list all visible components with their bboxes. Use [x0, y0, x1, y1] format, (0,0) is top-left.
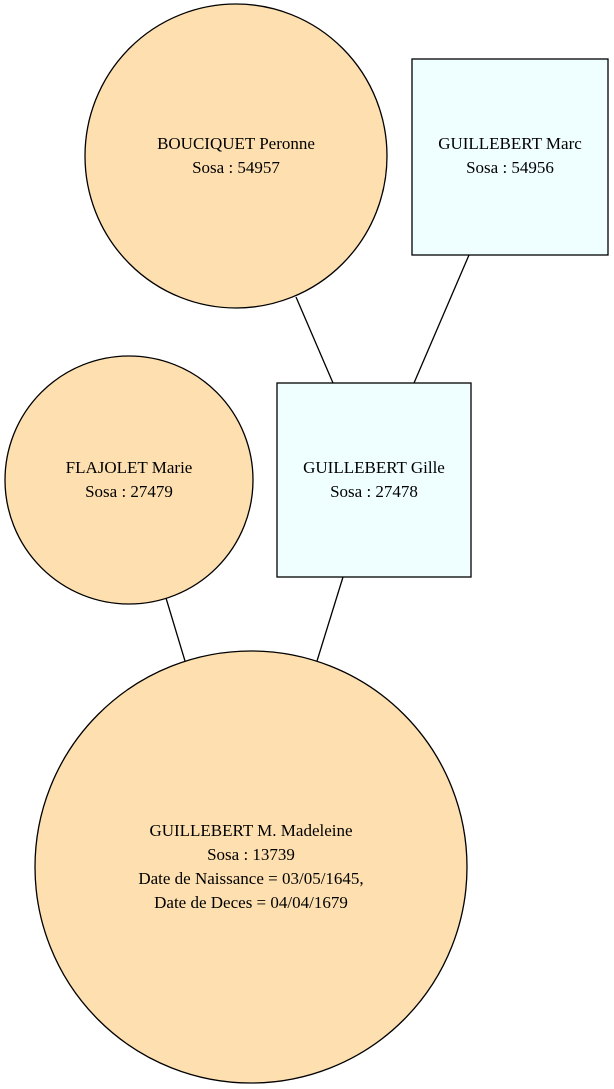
person-sosa: Sosa : 27479	[85, 482, 173, 501]
person-sosa: Sosa : 54957	[192, 158, 280, 177]
male-box-shape	[276, 382, 472, 578]
person-name: FLAJOLET Marie	[66, 458, 193, 477]
person-sosa: Sosa : 13739	[207, 845, 295, 864]
person-node-marc[interactable]: GUILLEBERT Marc Sosa : 54956	[411, 58, 609, 256]
person-node-gille[interactable]: GUILLEBERT Gille Sosa : 27478	[276, 382, 472, 578]
person-death-date: Date de Deces = 04/04/1679	[154, 893, 348, 912]
person-sosa: Sosa : 54956	[466, 158, 554, 177]
person-birth-date: Date de Naissance = 03/05/1645,	[138, 869, 363, 888]
female-circle-shape	[84, 3, 388, 309]
person-sosa: Sosa : 27478	[330, 482, 418, 501]
person-node-marie[interactable]: FLAJOLET Marie Sosa : 27479	[4, 355, 254, 605]
edge-gille-madeleine	[316, 576, 344, 662]
person-name: BOUCIQUET Peronne	[157, 134, 315, 153]
edge-peronne-gille	[295, 296, 334, 384]
edge-marie-madeleine	[165, 597, 186, 662]
female-circle-shape	[4, 355, 254, 605]
female-circle-shape	[34, 650, 468, 1084]
male-box-shape	[411, 58, 609, 256]
person-name: GUILLEBERT Gille	[303, 458, 445, 477]
person-name: GUILLEBERT M. Madeleine	[149, 821, 352, 840]
person-node-peronne[interactable]: BOUCIQUET Peronne Sosa : 54957	[84, 3, 388, 309]
edge-marc-gille	[413, 254, 470, 384]
person-name: GUILLEBERT Marc	[438, 134, 582, 153]
person-node-madeleine[interactable]: GUILLEBERT M. Madeleine Sosa : 13739 Dat…	[34, 650, 468, 1084]
